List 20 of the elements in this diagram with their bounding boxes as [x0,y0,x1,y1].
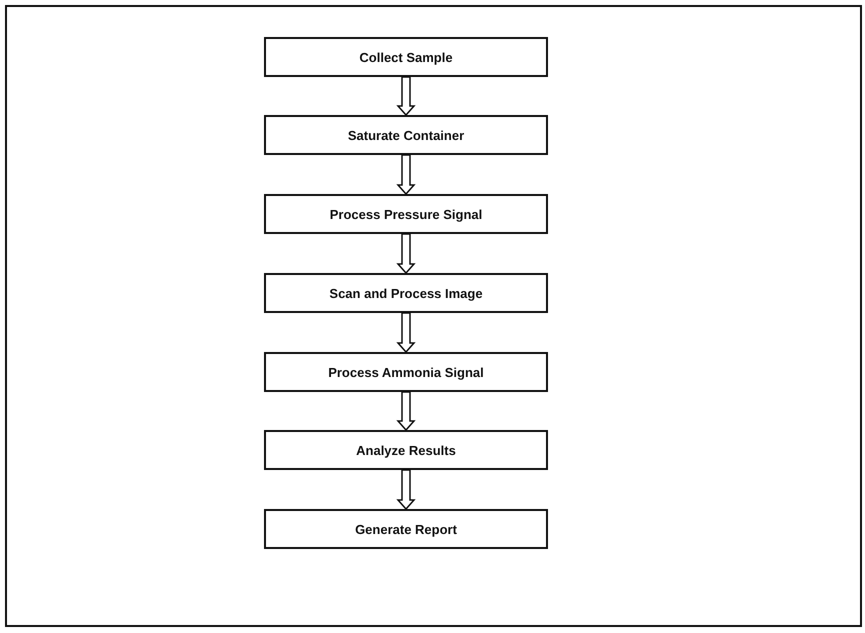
process-box [264,430,548,470]
process-box [264,37,548,77]
hollow-arrow [396,312,416,354]
hollow-arrow [396,76,416,116]
step-label: Collect Sample [359,50,453,64]
hollow-arrow [396,391,416,432]
hollow-arrow [396,154,416,196]
hollow-arrow [396,469,416,510]
process-box [264,273,548,313]
process-box [264,509,548,549]
step-label: Saturate Container [348,128,464,142]
step-label: Process Pressure Signal [330,206,482,222]
step-label: Process Ammonia Signal [328,364,484,380]
step-label: Scan and Process Image [329,286,483,300]
process-box [264,194,548,234]
step-label: Analyze Results [356,442,456,458]
step-label: Generate Report [355,522,457,536]
process-box [264,352,548,392]
process-box [264,115,548,155]
hollow-arrow [396,233,416,274]
